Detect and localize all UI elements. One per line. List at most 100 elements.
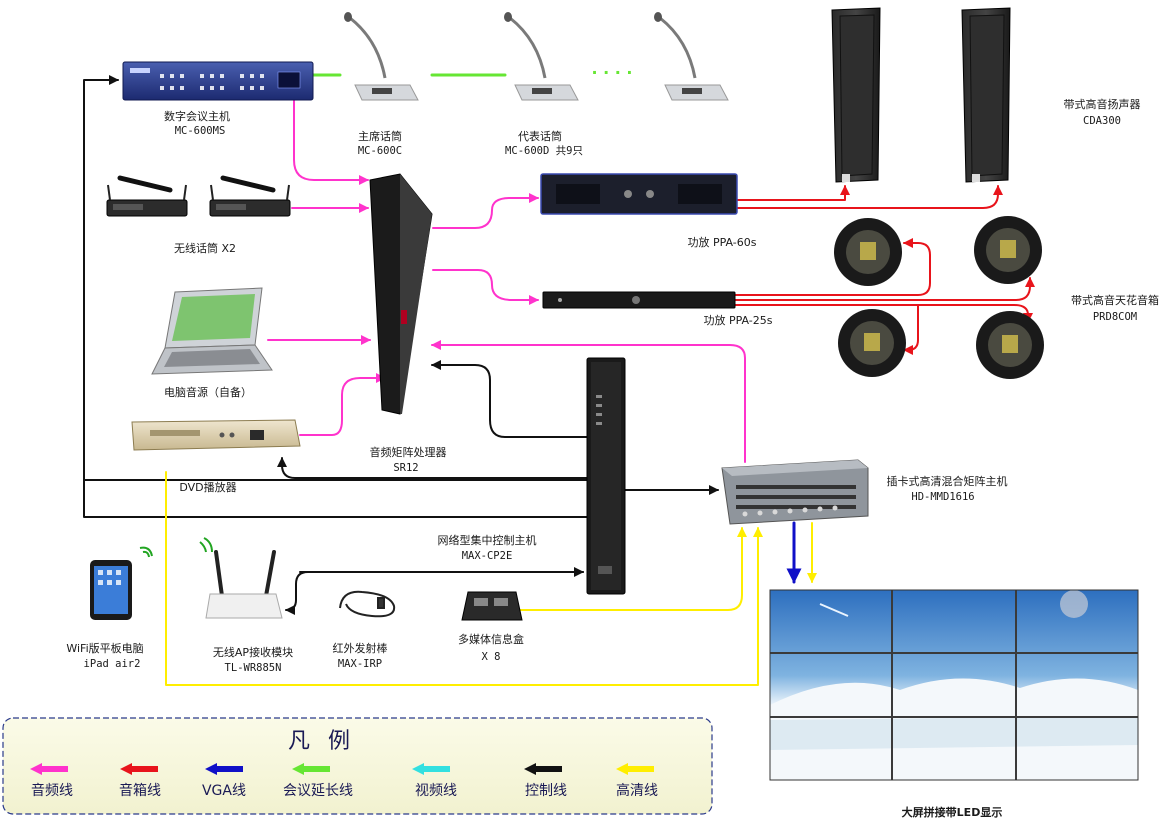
wireless-mic-receivers xyxy=(106,175,291,217)
ceiling-speaker-1 xyxy=(834,218,902,286)
legend-items: 音频线 音箱线 VGA线会议延长线 视频线 控制线 高清线 xyxy=(30,763,658,799)
ceiling-speaker-3 xyxy=(838,309,906,377)
led-wall-name: 大屏拼接带LED显示 xyxy=(902,805,1003,819)
line-ctrl-to-ap xyxy=(285,571,584,615)
hd-matrix-model: HD-MMD1616 xyxy=(911,491,974,503)
legend-label-hd: 高清线 xyxy=(616,782,658,799)
ap-name: 无线AP接收模块 xyxy=(213,645,293,659)
legend-label-speaker: 音箱线 xyxy=(119,782,161,799)
wifi-signal-icon-ap xyxy=(199,537,213,553)
legend-label-conference: 会议延长线 xyxy=(283,783,353,799)
line-audio-matrix-amp60 xyxy=(432,193,539,229)
ceiling-speaker-name: 带式高音天花音箱 xyxy=(1071,293,1159,307)
line-spk-amp25-ceil-d xyxy=(903,304,919,355)
amp-25-name: 功放 PPA-25s xyxy=(703,313,772,327)
led-video-wall xyxy=(769,589,1139,781)
dvd-player xyxy=(131,419,301,451)
delegate-mic-2 xyxy=(654,12,729,101)
legend-item-vga: VGA线 xyxy=(202,763,246,799)
legend-item-hd: 高清线 xyxy=(616,763,658,799)
legend-arrow-video xyxy=(412,763,450,775)
legend-arrow-hd xyxy=(616,763,654,775)
line-audio-host-matrix xyxy=(293,99,369,185)
line-spk-amp25-ceil-b xyxy=(734,238,931,296)
delegate-mic-name: 代表话筒 xyxy=(518,129,562,143)
audio-matrix-name: 音频矩阵处理器 xyxy=(370,445,447,459)
amp-60-name: 功放 PPA-60s xyxy=(687,235,756,249)
laptop xyxy=(151,287,273,375)
pc-audio-name: 电脑音源（自备） xyxy=(164,385,252,399)
line-audio-dvd-matrix xyxy=(299,373,386,436)
audio-matrix-processor xyxy=(369,173,433,415)
legend-label-audio: 音频线 xyxy=(31,782,73,799)
legend-item-audio: 音频线 xyxy=(30,763,73,799)
legend-arrow-vga xyxy=(205,763,243,775)
line-spk-amp60-col1 xyxy=(736,185,850,201)
ipad-name: WiFi版平板电脑 xyxy=(66,641,143,655)
legend-arrow-conference xyxy=(292,763,330,775)
line-ctrl-host xyxy=(83,75,588,481)
legend-arrow-speaker xyxy=(120,763,158,775)
hd-matrix-name: 插卡式高清混合矩阵主机 xyxy=(887,474,1008,488)
chair-mic-name: 主席话筒 xyxy=(358,129,402,143)
media-box-name: 多媒体信息盒 xyxy=(458,632,524,646)
control-host-name: 网络型集中控制主机 xyxy=(438,533,537,547)
legend-box xyxy=(2,717,713,815)
line-hd-dvd-matrix xyxy=(165,471,763,686)
conference-host xyxy=(122,61,314,101)
line-ctrl-to-dvd xyxy=(277,457,588,479)
legend-item-control: 控制线 xyxy=(524,763,567,799)
ir-model: MAX-IRP xyxy=(338,658,382,670)
amp-ppa-60s xyxy=(540,173,738,215)
legend-item-speaker: 音箱线 xyxy=(119,763,161,799)
media-box-model: X 8 xyxy=(482,651,501,663)
line-spk-amp25-ceil-a xyxy=(734,277,1035,301)
conference-host-name: 数字会议主机 xyxy=(164,109,230,123)
line-ctrl-to-matrix xyxy=(431,360,588,438)
legend-title: 凡例 xyxy=(288,729,368,754)
line-hd-mediabox-matrix xyxy=(519,527,747,611)
control-host-model: MAX-CP2E xyxy=(462,550,513,562)
legend-item-video: 视频线 xyxy=(412,763,457,799)
line-audio-matrix-amp25 xyxy=(432,269,539,305)
line-spk-amp60-col2 xyxy=(736,185,1003,209)
chair-mic-model: MC-600C xyxy=(358,145,402,157)
chair-mic xyxy=(344,12,419,101)
conference-host-model: MC-600MS xyxy=(175,125,226,137)
legend-arrow-control xyxy=(524,763,562,775)
ap-model: TL-WR885N xyxy=(225,662,282,674)
ir-name: 红外发射棒 xyxy=(333,641,388,655)
column-speaker-model: CDA300 xyxy=(1083,115,1121,127)
hd-matrix xyxy=(721,459,869,525)
line-spk-amp25-ceil-c xyxy=(734,304,1033,323)
wireless-mic-name: 无线话筒 X2 xyxy=(174,241,236,255)
audio-matrix-model: SR12 xyxy=(393,462,418,474)
ipad-model: iPad air2 xyxy=(84,658,141,670)
column-speaker-name: 带式高音扬声器 xyxy=(1064,97,1141,111)
dvd-name: DVD播放器 xyxy=(179,480,236,494)
legend-item-conference: 会议延长线 xyxy=(283,763,353,799)
delegate-mic-model: MC-600D 共9只 xyxy=(505,145,583,157)
column-speaker-left xyxy=(831,7,881,183)
wireless-ap xyxy=(205,550,283,619)
legend-label-video: 视频线 xyxy=(415,783,457,799)
column-speaker-right xyxy=(961,7,1011,183)
wifi-signal-icon xyxy=(139,546,153,558)
line-audio-hdmatrix-matrix xyxy=(431,340,746,463)
line-ctrl-left-loop xyxy=(83,479,588,518)
connections xyxy=(83,73,1035,686)
delegate-mic xyxy=(504,12,579,101)
ir-emitter xyxy=(339,590,396,618)
ceiling-speaker-model: PRD8COM xyxy=(1093,311,1137,323)
ceiling-speaker-2 xyxy=(974,216,1042,284)
amp-ppa-25s xyxy=(542,291,736,309)
ipad xyxy=(90,560,132,620)
ceiling-speaker-4 xyxy=(976,311,1044,379)
control-host xyxy=(586,357,626,595)
mic-dots: · · · · xyxy=(591,63,632,82)
legend-arrow-audio xyxy=(30,763,68,775)
media-box xyxy=(461,591,523,621)
legend-label-control: 控制线 xyxy=(525,783,567,799)
legend: 凡例 音频线 音箱线 VGA线会议延长线 视频线 控制线 高清线 xyxy=(2,717,713,815)
